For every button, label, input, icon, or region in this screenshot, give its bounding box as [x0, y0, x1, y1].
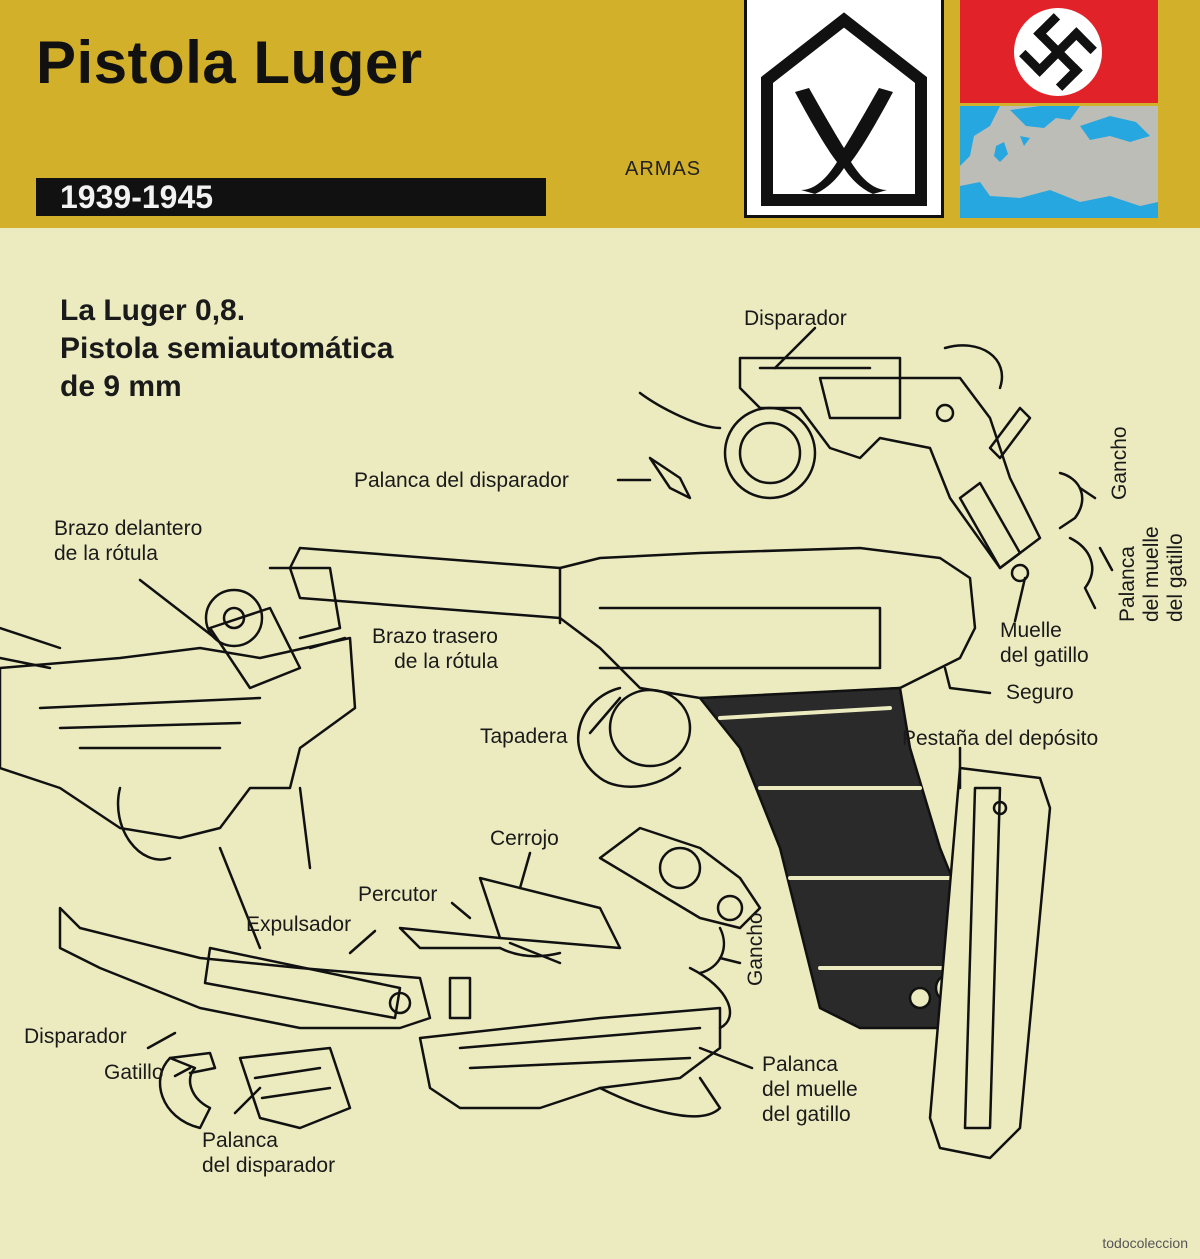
label-brazo-trasero-2: de la rótula [394, 650, 498, 673]
luger-exploded-diagram [0, 326, 1114, 1160]
label-disparador-top: Disparador [744, 307, 847, 330]
label-tapadera: Tapadera [480, 725, 568, 748]
label-brazo-delantero-1: Brazo delantero [54, 517, 203, 540]
label-palanca-muelle-bottom: Palanca del muelle del gatillo [762, 1052, 858, 1127]
card-subtitle: La Luger 0,8. Pistola semiautomática de … [60, 292, 393, 406]
years-bar [36, 178, 546, 216]
label-palanca-disparador-top: Palanca del disparador [354, 469, 569, 492]
watermark: todocoleccion [1102, 1235, 1188, 1251]
label-palanca-muelle-top-2: del muelle [1140, 526, 1163, 622]
label-brazo-delantero: Brazo delantero de la rótula [54, 516, 202, 566]
label-muelle-gatillo-2: del gatillo [1000, 644, 1089, 667]
label-gatillo: Gatillo [104, 1061, 164, 1084]
label-pestana-deposito: Pestaña del depósito [902, 727, 1099, 750]
subtitle-line-3: de 9 mm [60, 370, 182, 403]
label-gancho-bottom: Gancho [744, 912, 767, 986]
label-palanca-muelle-top: Palanca del muelle del gatillo [1116, 526, 1188, 622]
label-palanca-muelle-top-3: del gatillo [1164, 533, 1187, 622]
years-label: 1939-1945 [60, 179, 214, 215]
swastika-flag-icon [960, 0, 1158, 103]
label-palanca-muelle-top-1: Palanca [1116, 546, 1139, 622]
card-header: Pistola Luger ARMAS 1939-1945 [0, 0, 1200, 228]
label-palanca-muelle-bottom-3: del gatillo [762, 1103, 851, 1126]
label-palanca-muelle-bottom-1: Palanca [762, 1053, 838, 1076]
flag-circle [1014, 8, 1102, 96]
rank-chevron-emblem-icon [744, 0, 944, 218]
label-brazo-delantero-2: de la rótula [54, 542, 158, 565]
label-seguro: Seguro [1006, 681, 1074, 704]
label-disparador-bottom: Disparador [24, 1025, 127, 1048]
subtitle-line-2: Pistola semiautomática [60, 332, 394, 365]
label-percutor: Percutor [358, 883, 438, 906]
label-muelle-gatillo: Muelle del gatillo [1000, 618, 1089, 668]
card-title: Pistola Luger [36, 29, 423, 96]
label-palanca-disparador-bottom: Palanca del disparador [202, 1128, 335, 1178]
card-body: La Luger 0,8. Pistola semiautomática de … [0, 228, 1200, 1259]
europe-map-icon [960, 106, 1158, 218]
label-palanca-muelle-bottom-2: del muelle [762, 1078, 858, 1101]
label-expulsador: Expulsador [246, 913, 352, 936]
label-palanca-disparador-bottom-1: Palanca [202, 1129, 278, 1152]
label-brazo-trasero-1: Brazo trasero [371, 625, 498, 648]
label-gancho-top: Gancho [1108, 426, 1131, 500]
label-muelle-gatillo-1: Muelle [1000, 619, 1062, 642]
subtitle-line-1: La Luger 0,8. [60, 294, 246, 327]
label-brazo-trasero: Brazo trasero de la rótula [350, 624, 498, 674]
label-cerrojo: Cerrojo [490, 827, 559, 850]
category-label: ARMAS [625, 158, 702, 180]
label-palanca-disparador-bottom-2: del disparador [202, 1154, 336, 1177]
